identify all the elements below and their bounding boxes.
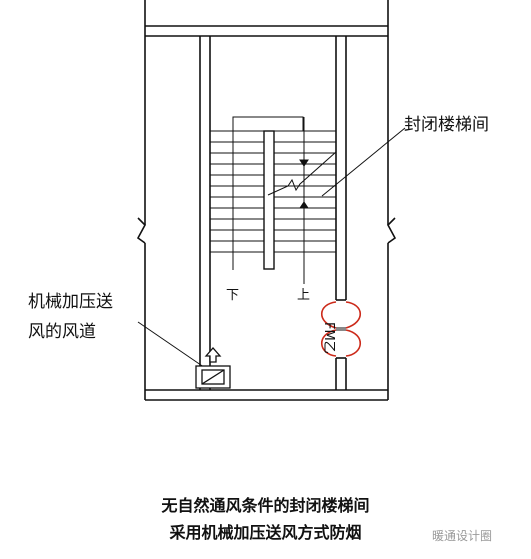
air-duct xyxy=(195,347,231,389)
fire-door xyxy=(320,301,362,357)
caption-line-1: 无自然通风条件的封闭楼梯间 xyxy=(161,496,370,515)
air-flow-arrow-icon xyxy=(204,347,222,363)
break-mark-right xyxy=(387,217,397,244)
caption-line-2: 采用机械加压送风方式防烟 xyxy=(169,523,362,542)
label-duct-line-2: 风的风道 xyxy=(28,322,96,342)
label-up: 上 xyxy=(297,288,311,303)
stair-break-line xyxy=(267,151,337,196)
duct-diagonal xyxy=(201,369,225,385)
label-door-code: FM乙 xyxy=(321,322,336,354)
door-leaf-upper-right xyxy=(345,301,362,329)
landing-top xyxy=(232,116,304,132)
arrow-up-marker-2 xyxy=(299,201,309,209)
label-down: 下 xyxy=(226,288,240,303)
watermark: 暖通设计圈 xyxy=(432,529,493,543)
door-leaf-lower-left xyxy=(320,329,337,357)
up-path xyxy=(299,117,309,284)
label-duct-line-1: 机械加压送 xyxy=(28,292,113,312)
stair-well xyxy=(263,130,275,270)
break-mark-left xyxy=(136,217,146,244)
arrow-up-marker-1 xyxy=(299,159,309,167)
leader-duct-label xyxy=(137,321,215,375)
door-leaf-upper-left xyxy=(320,301,337,329)
leader-stair-label xyxy=(321,127,406,197)
label-enclosed-stair: 封闭楼梯间 xyxy=(404,115,489,135)
door-leaf-lower-right xyxy=(345,329,362,357)
